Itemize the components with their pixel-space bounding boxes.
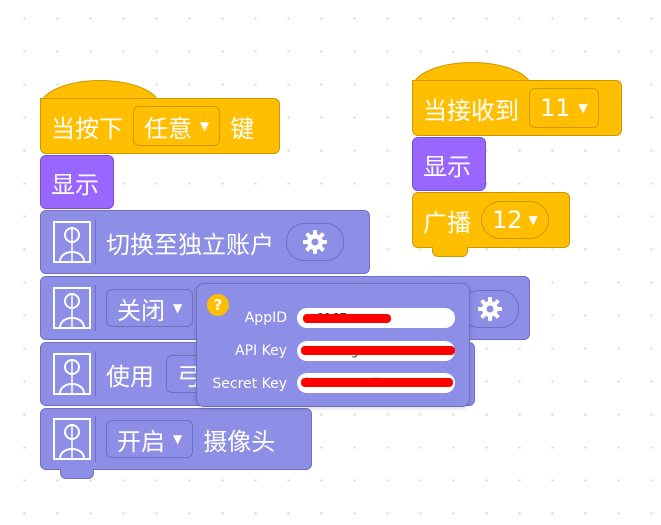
block-bottom-notch (60, 469, 94, 479)
question-mark-icon[interactable]: ? (207, 294, 229, 316)
gear-icon (478, 297, 502, 321)
chevron-down-icon: ▼ (578, 101, 588, 115)
show-block-label: 显示 (423, 152, 471, 181)
use-label: 使用 (106, 362, 154, 391)
broadcast-dropdown-value: 12 (492, 206, 523, 234)
chevron-down-icon: ▼ (200, 119, 210, 133)
chevron-down-icon: ▼ (528, 213, 538, 227)
camera-state-dropdown[interactable]: 开启 ▼ (106, 420, 194, 458)
redaction-mark (303, 314, 391, 323)
camera-state-value: 开启 (117, 427, 165, 456)
key-dropdown[interactable]: 任意 ▼ (133, 106, 221, 146)
when-key-pressed-block[interactable]: 当按下 任意 ▼ 键 (40, 98, 280, 154)
person-silhouette-icon (49, 285, 96, 331)
off-dropdown-value: 关闭 (117, 296, 165, 325)
block-bottom-notch (432, 247, 468, 257)
show-block-label: 显示 (51, 170, 99, 199)
key-dropdown-value: 任意 (144, 114, 192, 143)
show-block[interactable]: 显示 (412, 137, 486, 191)
redaction-mark (301, 378, 453, 387)
key-suffix-label: 键 (230, 114, 255, 143)
when-receive-label: 当接收到 (423, 96, 519, 125)
secret-key-label: Secret Key (212, 376, 287, 392)
settings-gear-button[interactable] (461, 290, 519, 328)
show-block[interactable]: 显示 (40, 155, 114, 209)
camera-block[interactable]: 开启 ▼ 摄像头 (40, 408, 312, 470)
person-silhouette-icon (49, 219, 96, 265)
redaction-mark (301, 346, 455, 355)
when-key-pressed-label: 当按下 (51, 114, 123, 143)
switch-account-label: 切换至独立账户 (106, 230, 274, 259)
person-silhouette-icon (49, 416, 96, 462)
chevron-down-icon: ▼ (173, 301, 183, 315)
settings-gear-button[interactable] (286, 223, 344, 261)
off-dropdown[interactable]: 关闭 ▼ (106, 289, 194, 327)
message-dropdown-value: 11 (540, 94, 571, 122)
broadcast-label: 广播 (423, 208, 471, 237)
broadcast-block[interactable]: 广播 12 ▼ (412, 192, 570, 248)
api-credentials-popup: ? AppID API Key Secret Key (196, 283, 470, 407)
appid-label: AppID (244, 310, 287, 326)
broadcast-dropdown[interactable]: 12 ▼ (481, 201, 549, 239)
when-receive-block[interactable]: 当接收到 11 ▼ (412, 80, 622, 136)
switch-account-block[interactable]: 切换至独立账户 (40, 210, 370, 274)
camera-label: 摄像头 (203, 427, 276, 456)
person-silhouette-icon (49, 351, 96, 397)
message-dropdown[interactable]: 11 ▼ (529, 88, 599, 128)
gear-icon (303, 230, 327, 254)
api-key-label: API Key (235, 343, 287, 359)
chevron-down-icon: ▼ (173, 432, 183, 446)
